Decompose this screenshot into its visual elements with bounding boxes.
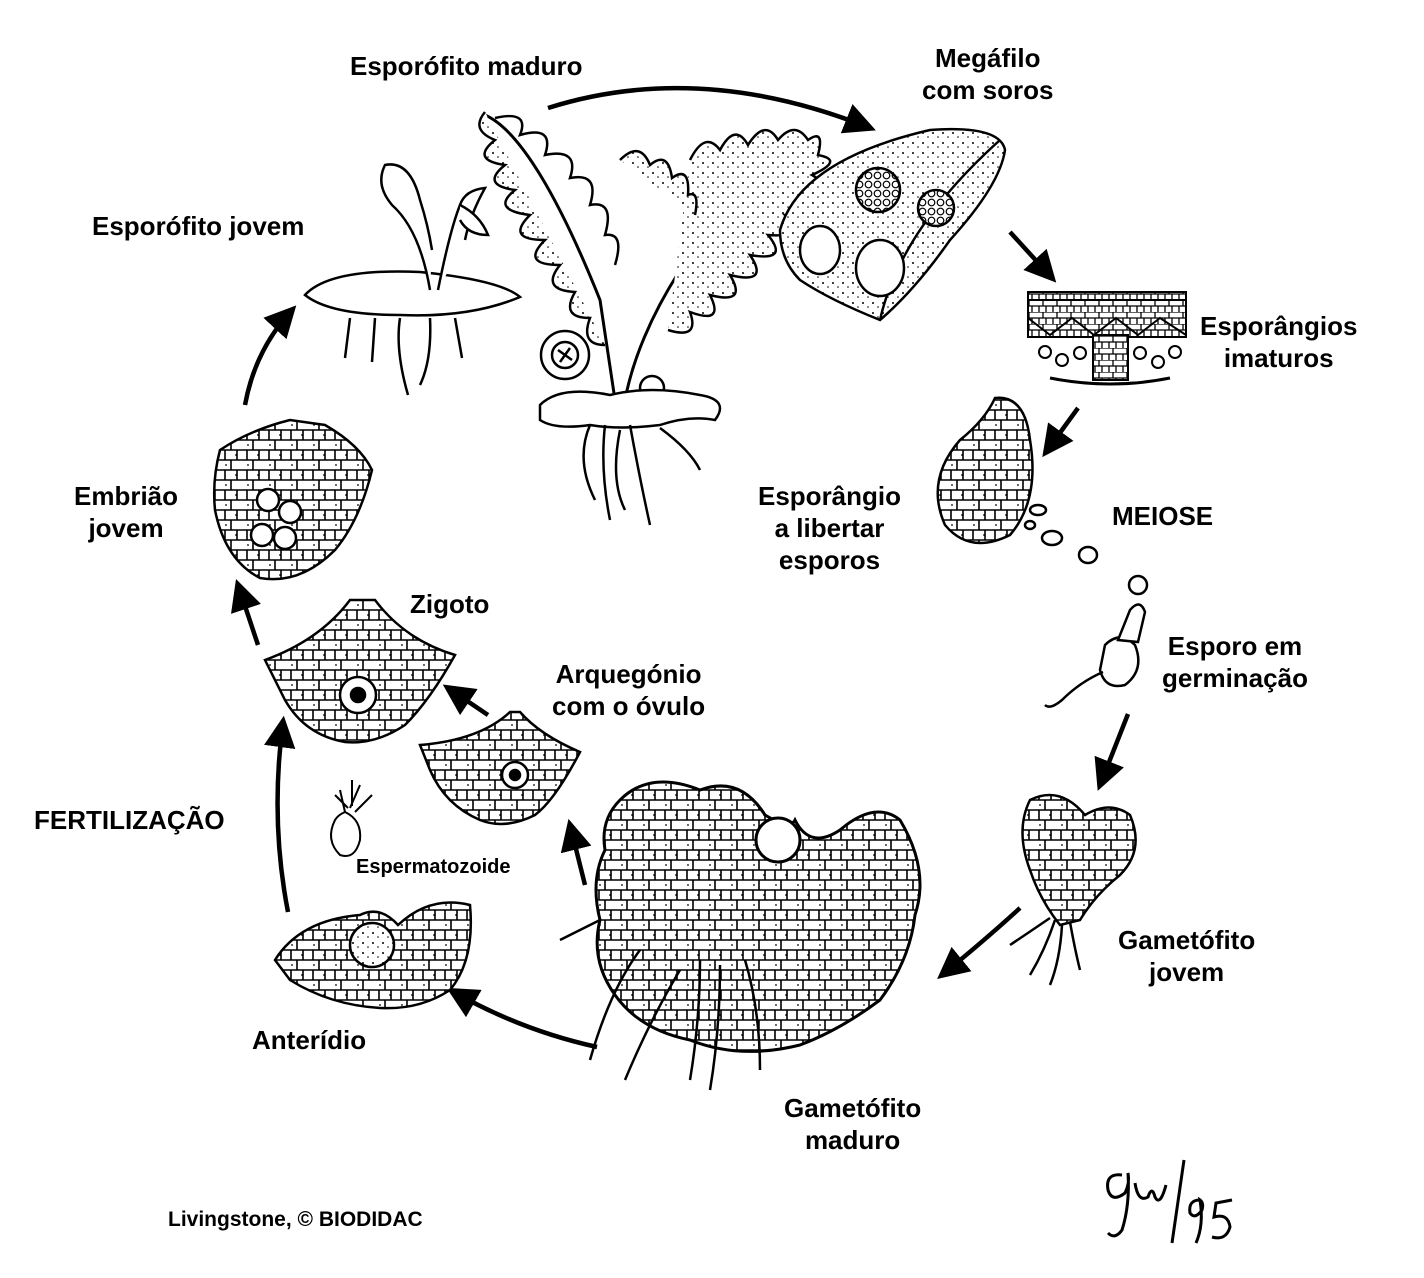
label-young-embryo: Embrião jovem <box>74 480 178 544</box>
arrow-embryo-to-young-sporophyte <box>242 305 297 406</box>
credit-text: Livingstone, © BIODIDAC <box>168 1208 423 1231</box>
label-germinating-spore-line2: germinação <box>1162 663 1308 693</box>
antheridium-drawing <box>273 901 473 1010</box>
label-archegonium-line2: com o óvulo <box>552 691 706 721</box>
label-antheridium: Anterídio <box>252 1025 367 1055</box>
arrow-antheridium-to-zygote <box>264 715 296 913</box>
label-mature-sporophyte: Esporófito maduro <box>350 51 583 81</box>
sperm-drawing <box>330 780 373 857</box>
label-megaphyll-line2: com soros <box>922 75 1054 105</box>
young-sporophyte-drawing <box>303 163 523 396</box>
archegonium-drawing <box>418 710 582 826</box>
megaphyll-drawing <box>778 127 1007 322</box>
label-young-embryo-line2: jovem <box>88 513 164 543</box>
label-sporangium-release-line2: a libertar <box>774 513 885 543</box>
arrow-germination-to-young-gametophyte <box>1094 713 1131 791</box>
label-immature-sporangia: Esporângios imaturos <box>1200 310 1357 374</box>
label-sporangium-release-line1: Esporângio <box>758 481 902 511</box>
label-immature-sporangia-line1: Esporângios <box>1200 311 1358 341</box>
arrow-gametophyte-to-antheridium <box>446 987 598 1050</box>
label-young-gametophyte-line1: Gametófito <box>1118 925 1256 955</box>
zygote-drawing <box>263 598 457 744</box>
label-germinating-spore: Esporo em germinação <box>1162 630 1308 694</box>
arrow-sporangia-to-release <box>1042 406 1080 458</box>
arrow-sporophyte-to-megaphyll <box>547 85 876 134</box>
signature-drawing <box>1106 1159 1233 1244</box>
arrow-young-to-mature-gametophyte <box>937 906 1022 979</box>
arrow-archegonium-to-zygote <box>442 684 490 717</box>
label-sporangium-release-line3: esporos <box>778 545 881 575</box>
sporangium-release-drawing <box>936 396 1099 565</box>
immature-sporangia-drawing <box>1027 291 1187 386</box>
young-embryo-drawing <box>212 418 374 581</box>
mature-gametophyte-drawing <box>559 780 922 1091</box>
label-megaphyll: Megáfilo com soros <box>922 42 1054 106</box>
label-fertilization: FERTILIZAÇÃO <box>34 805 225 835</box>
label-young-gametophyte-line2: jovem <box>1149 957 1225 987</box>
label-meiosis: MEIOSE <box>1112 501 1214 531</box>
label-mature-gametophyte-line2: maduro <box>804 1125 901 1155</box>
germinating-spore-drawing <box>1044 574 1149 708</box>
label-archegonium: Arquegónio com o óvulo <box>552 658 705 722</box>
label-young-gametophyte: Gametófito jovem <box>1118 924 1255 988</box>
label-megaphyll-line1: Megáfilo <box>935 43 1041 73</box>
label-germinating-spore-line1: Esporo em <box>1167 631 1303 661</box>
cycle-arrows <box>231 85 1131 1050</box>
young-gametophyte-drawing <box>1009 793 1137 986</box>
arrow-zygote-to-embryo <box>231 579 261 646</box>
arrow-gametophyte-to-archegonium <box>560 818 592 886</box>
label-sporangium-release: Esporângio a libertar esporos <box>758 480 901 576</box>
label-sperm: Espermatozoide <box>356 856 511 878</box>
label-young-embryo-line1: Embrião <box>74 481 179 511</box>
label-young-sporophyte: Esporófito jovem <box>92 211 305 241</box>
label-archegonium-line1: Arquegónio <box>555 659 702 689</box>
label-immature-sporangia-line2: imaturos <box>1223 343 1334 373</box>
mature-sporophyte-drawing <box>478 111 832 526</box>
label-mature-gametophyte-line1: Gametófito <box>784 1093 922 1123</box>
label-zygote: Zigoto <box>410 589 490 619</box>
label-mature-gametophyte: Gametófito maduro <box>784 1092 921 1156</box>
arrow-megaphyll-to-sporangia <box>1008 230 1057 283</box>
